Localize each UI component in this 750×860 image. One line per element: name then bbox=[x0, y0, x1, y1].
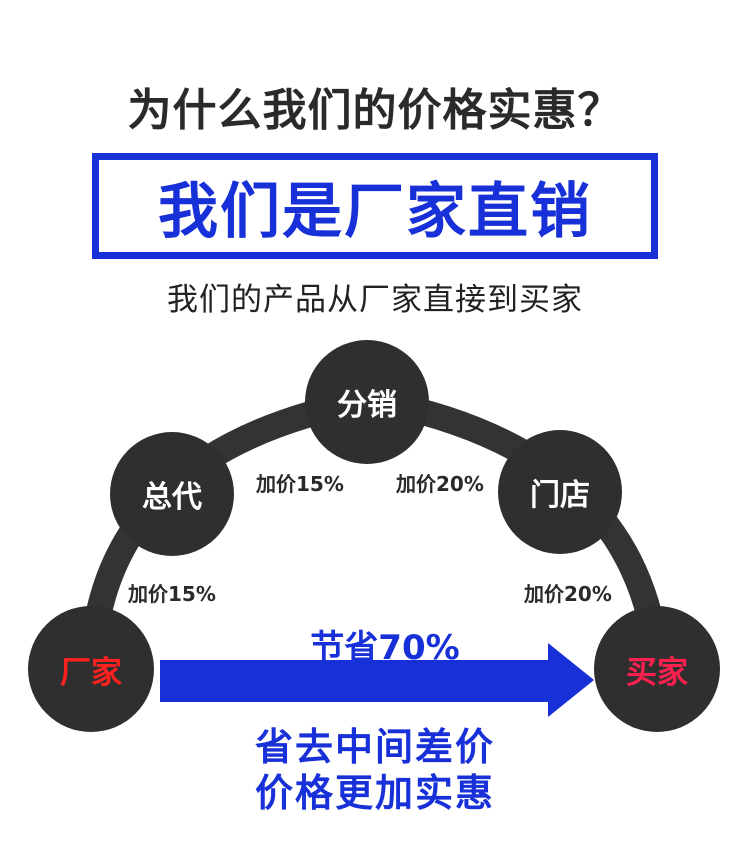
footer-line-2: 价格更加实惠 bbox=[254, 771, 495, 815]
markup-distributor-to-store: 加价20% bbox=[396, 472, 484, 496]
markup-agent-to-distributor: 加价15% bbox=[256, 472, 344, 496]
node-store: 门店 bbox=[498, 430, 622, 554]
node-store-label: 门店 bbox=[530, 478, 590, 513]
node-general-agent: 总代 bbox=[110, 432, 234, 556]
footer-line-1: 省去中间差价 bbox=[254, 725, 495, 769]
savings-label: 节省70% bbox=[310, 628, 460, 668]
factory-direct-banner: 我们是厂家直销 bbox=[92, 153, 658, 259]
markup-factory-to-agent: 加价15% bbox=[128, 582, 216, 606]
node-general-agent-label: 总代 bbox=[142, 480, 202, 515]
node-distributor-label: 分销 bbox=[337, 388, 397, 423]
node-factory: 厂家 bbox=[28, 606, 154, 732]
banner-text: 我们是厂家直销 bbox=[158, 176, 592, 247]
node-buyer: 买家 bbox=[594, 606, 720, 732]
page-headline: 为什么我们的价格实惠？ bbox=[127, 85, 623, 136]
subheadline: 我们的产品从厂家直接到买家 bbox=[167, 282, 583, 318]
node-factory-label: 厂家 bbox=[60, 654, 122, 691]
savings-arrow bbox=[160, 643, 594, 717]
node-distributor: 分销 bbox=[305, 340, 429, 464]
node-buyer-label: 买家 bbox=[626, 654, 688, 691]
markup-store-to-buyer: 加价20% bbox=[524, 582, 612, 606]
